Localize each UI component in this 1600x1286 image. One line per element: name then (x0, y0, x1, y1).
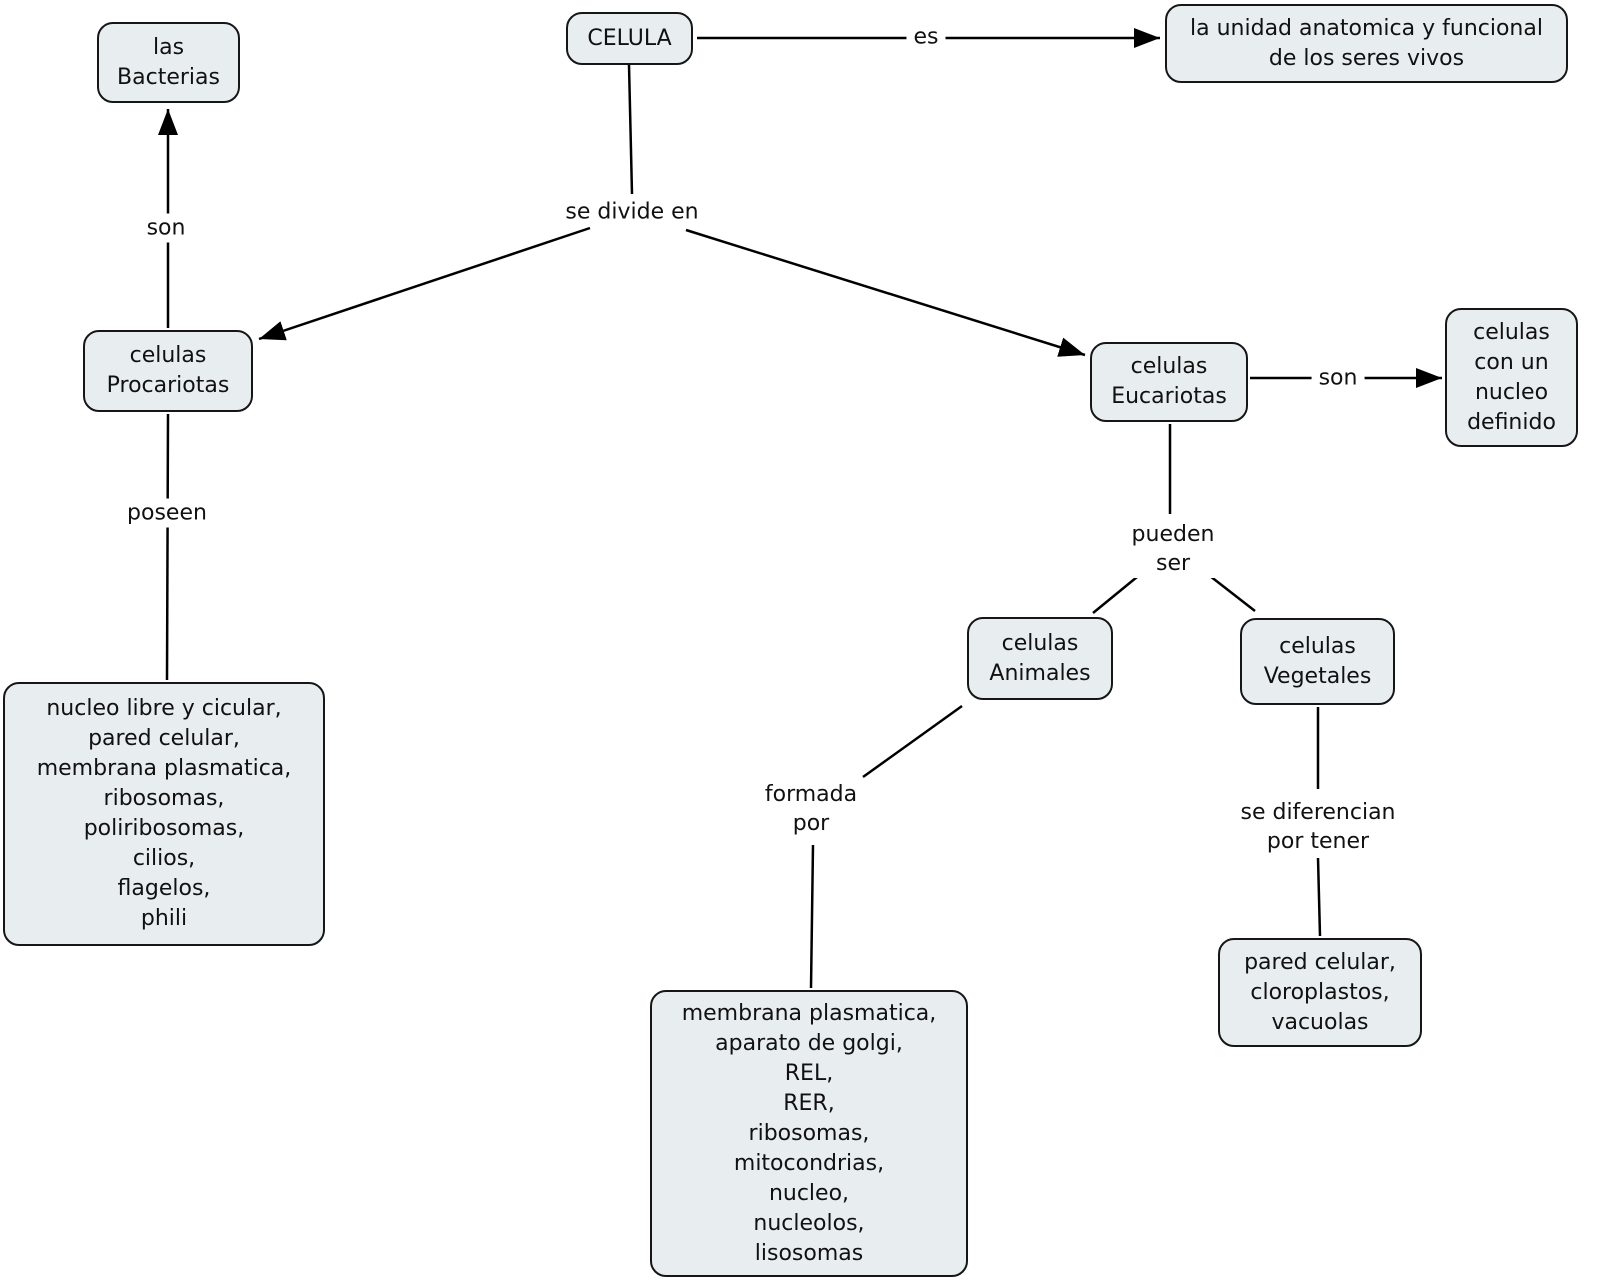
edge-animales-formadapor (862, 704, 963, 779)
edge-formadapor-detalle (809, 844, 815, 989)
edge-label-es: es (906, 22, 946, 52)
node-organelos-vegetales: pared celular, cloroplastos, vacuolas (1218, 938, 1422, 1047)
edge-label-son-bacterias: son (139, 213, 193, 243)
edge-label-se-diferencian: se diferencian por tener (1233, 798, 1403, 856)
node-organelos-animales: membrana plasmatica, aparato de golgi, R… (650, 990, 968, 1277)
node-organelos-procariotas: nucleo libre y cicular, pared celular, m… (3, 682, 325, 946)
edge-label-pueden-ser: pueden ser (1124, 520, 1222, 578)
edge-label-son-definido: son (1311, 363, 1365, 393)
edge-celula-sedivide (627, 64, 634, 195)
node-celula: CELULA (566, 12, 693, 65)
edge-sediferencian-detalle (1316, 857, 1322, 937)
node-celulas-vegetales: celulas Vegetales (1240, 618, 1395, 705)
edge-procariotas-detalle (165, 413, 170, 681)
edge-sedivide-eucariotas (685, 228, 1086, 357)
edge-sedivide-procariotas (258, 226, 591, 341)
node-celulas-eucariotas: celulas Eucariotas (1090, 342, 1248, 422)
edge-puedenser-animales (1092, 576, 1138, 614)
node-las-bacterias: las Bacterias (97, 22, 240, 103)
edge-label-formada-por: formada por (757, 780, 865, 838)
edge-label-poseen: poseen (120, 498, 214, 528)
node-celulas-animales: celulas Animales (967, 617, 1113, 700)
edge-label-se-divide-en: se divide en (558, 197, 706, 227)
edge-puedenser-vegetales (1209, 575, 1256, 612)
node-celulas-procariotas: celulas Procariotas (83, 330, 253, 412)
node-definicion-celula: la unidad anatomica y funcional de los s… (1165, 4, 1568, 83)
node-nucleo-definido: celulas con un nucleo definido (1445, 308, 1578, 447)
